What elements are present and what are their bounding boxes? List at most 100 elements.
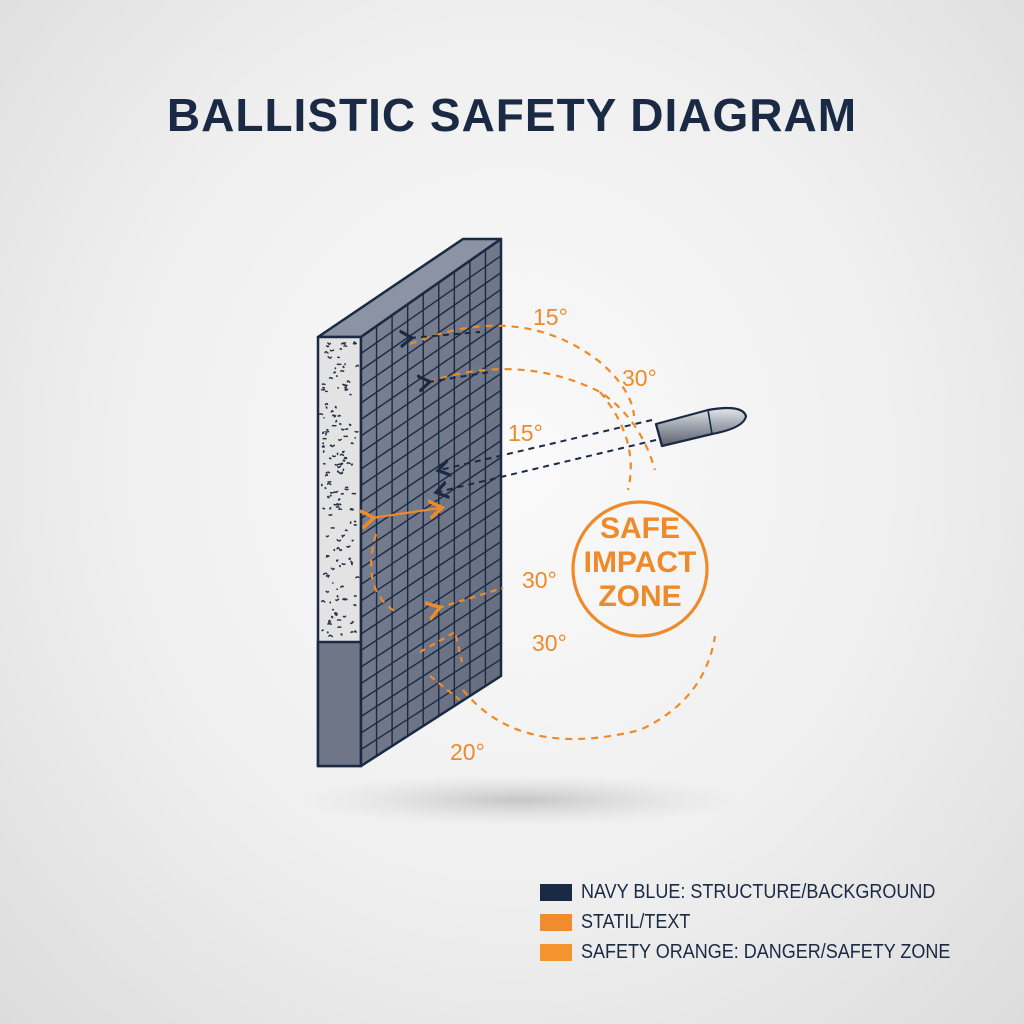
speckle <box>324 473 329 477</box>
bullet <box>654 406 748 448</box>
diagram-title: BALLISTIC SAFETY DIAGRAM <box>166 89 858 141</box>
speckle <box>340 428 345 431</box>
speckle <box>350 630 354 634</box>
speckle <box>346 462 351 465</box>
speckle <box>337 465 342 469</box>
grid-line-horizontal <box>360 255 502 355</box>
speckle <box>350 442 354 445</box>
arc-zone-feed <box>599 391 632 491</box>
angle-bracket <box>419 630 464 701</box>
angle-label-30-top: 30° <box>622 365 657 391</box>
grid-line-horizontal <box>360 356 502 454</box>
speckle <box>325 554 329 558</box>
speckle <box>330 615 334 619</box>
legend-swatch-navy <box>540 883 572 901</box>
grid-line-horizontal <box>360 574 502 668</box>
impact-deflection-marks <box>372 508 504 701</box>
speckle <box>324 402 329 406</box>
speckle <box>348 557 352 560</box>
zone-label-line2: IMPACT <box>584 546 697 579</box>
speckle <box>326 495 330 499</box>
legend-item-navy: NAVY BLUE: STRUCTURE/BACKGROUND <box>540 878 1010 906</box>
zone-label-line1: SAFE <box>600 512 680 545</box>
speckle <box>328 513 333 517</box>
speckle <box>340 633 343 636</box>
arc-30-upper <box>427 368 657 471</box>
speckle <box>329 507 332 510</box>
legend-swatch-orange <box>540 943 572 961</box>
speckle <box>335 599 339 602</box>
speckle <box>325 590 330 593</box>
speckle <box>338 472 344 475</box>
speckle <box>337 503 342 506</box>
speckle <box>341 534 346 537</box>
speckle <box>337 498 341 501</box>
speckle <box>332 414 336 417</box>
speckle <box>336 470 340 473</box>
speckle <box>327 621 332 624</box>
grid-line-horizontal <box>360 540 502 635</box>
safety-arcs <box>369 324 717 740</box>
grid-line-horizontal <box>360 658 502 751</box>
speckle <box>353 630 357 633</box>
speckle <box>324 350 329 354</box>
speckle <box>334 463 340 466</box>
arc-lower-large <box>369 533 397 613</box>
speckle <box>321 445 325 448</box>
speckle <box>339 463 343 466</box>
arc-bottom-sweep <box>462 635 717 740</box>
speckle <box>333 503 339 506</box>
speckle <box>325 574 330 577</box>
speckle <box>344 385 348 389</box>
grid-line-horizontal <box>360 372 502 470</box>
speckle <box>344 388 349 391</box>
speckle <box>353 523 357 526</box>
speckle <box>338 548 343 552</box>
speckle <box>334 405 337 409</box>
speckle <box>342 365 345 369</box>
legend: NAVY BLUE: STRUCTURE/BACKGROUND STATIL/T… <box>540 878 1010 968</box>
speckle <box>324 486 327 490</box>
ricochet-arrow-1 <box>410 332 481 338</box>
speckle <box>321 629 324 632</box>
legend-label-navy: NAVY BLUE: STRUCTURE/BACKGROUND <box>581 880 936 903</box>
grid-line-horizontal <box>360 406 502 503</box>
speckle <box>322 386 326 389</box>
trajectory-lower <box>438 439 657 492</box>
speckle <box>338 565 342 568</box>
speckle <box>336 546 340 550</box>
speckle <box>327 342 331 345</box>
speckle <box>326 428 329 431</box>
angle-label-30-mid: 30° <box>522 567 557 593</box>
speckle <box>342 598 346 601</box>
grid-line-horizontal <box>360 608 502 701</box>
deflection-arrow-1 <box>372 508 440 518</box>
speckle <box>349 508 353 511</box>
speckle <box>348 423 352 427</box>
angle-label-20-bottom: 20° <box>450 739 485 765</box>
grid-line-horizontal <box>360 641 502 734</box>
speckle <box>341 563 346 566</box>
angle-label-15-top: 15° <box>533 304 568 330</box>
speckle <box>331 455 337 458</box>
speckle <box>335 505 340 509</box>
legend-label-statil: STATIL/TEXT <box>581 910 691 933</box>
speckle <box>333 371 336 374</box>
grid-line-horizontal <box>360 507 502 602</box>
speckle <box>321 431 325 435</box>
arc-15-upper <box>409 324 636 417</box>
speckle <box>353 341 356 344</box>
speckle <box>343 457 348 460</box>
speckle <box>334 613 338 617</box>
speckle <box>346 380 351 384</box>
safe-impact-zone <box>571 500 709 638</box>
speckle <box>322 507 326 510</box>
speckle <box>329 444 333 447</box>
speckle <box>355 576 360 579</box>
speckle <box>328 634 334 638</box>
speckle <box>335 419 338 423</box>
ground-shadow <box>300 774 740 826</box>
speckle <box>351 620 354 624</box>
speckle <box>336 539 342 542</box>
trajectory-upper <box>440 419 653 470</box>
